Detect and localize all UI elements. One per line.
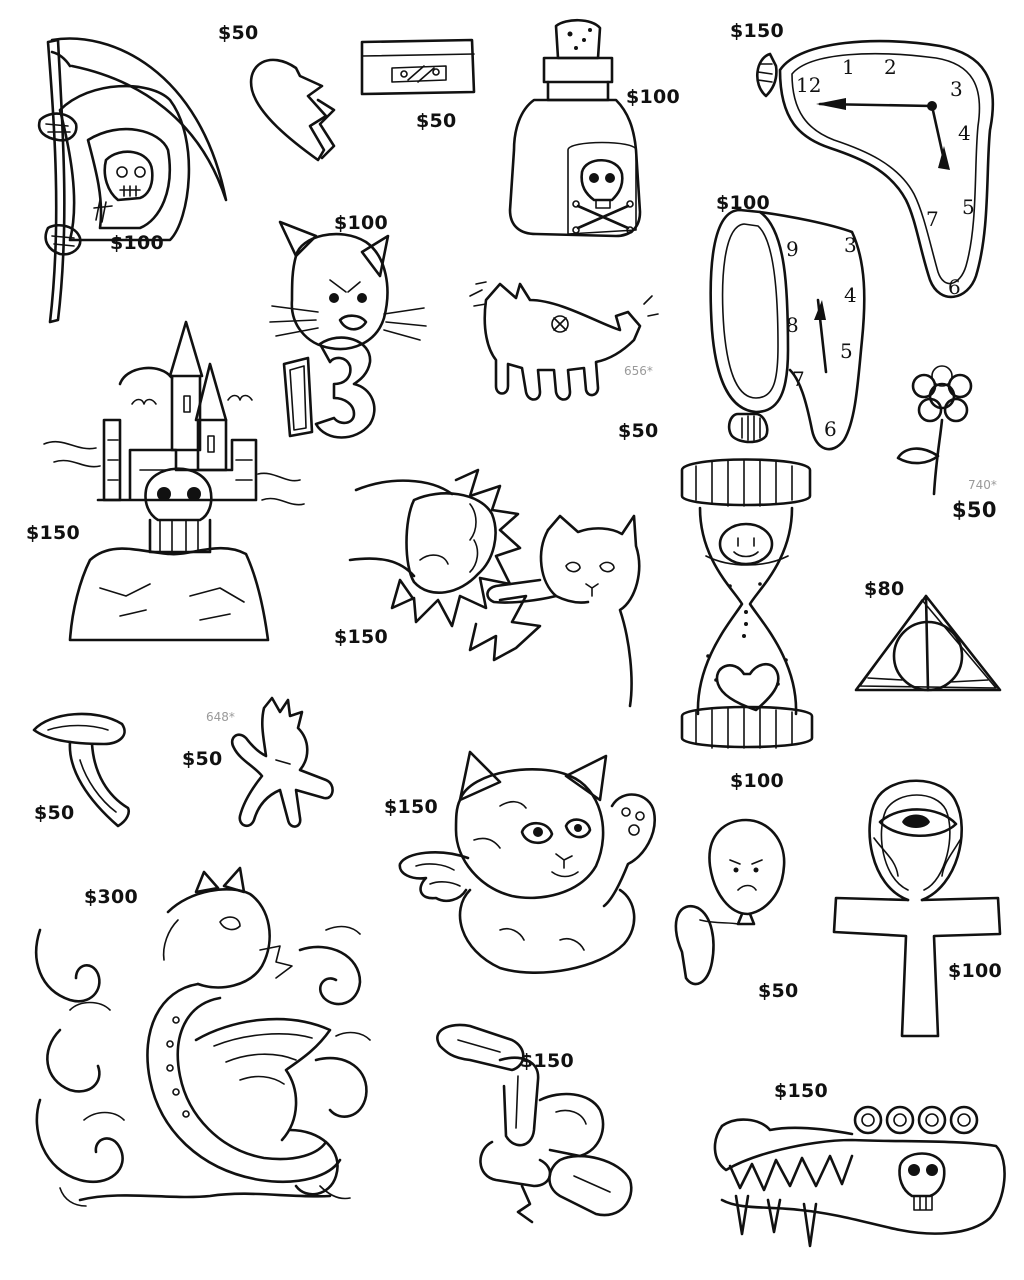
price-mushroom: $50 xyxy=(34,802,75,824)
price-haring-figure: $50 xyxy=(182,748,223,770)
grim-reaper-icon xyxy=(39,39,226,322)
flower-icon xyxy=(898,366,971,494)
hourglass-heart-icon xyxy=(682,460,812,749)
skull-castle-icon xyxy=(44,322,304,640)
clock-numeral: 2 xyxy=(884,55,897,79)
clock-numerals-large: 12 1 2 3 4 5 6 7 xyxy=(796,55,975,299)
price-melting-clock-large: $150 xyxy=(730,20,785,42)
razor-blade-icon xyxy=(362,40,474,94)
eye-ankh-icon xyxy=(834,781,1000,1036)
price-chain: $150 xyxy=(520,1050,575,1072)
price-cat-13: $100 xyxy=(334,212,389,234)
price-broken-heart: $50 xyxy=(218,22,259,44)
clock-numeral: 5 xyxy=(840,339,853,363)
deathly-hallows-icon xyxy=(856,596,1000,690)
clock-numerals-small: 3 9 4 8 5 7 6 xyxy=(786,233,857,441)
dragon-scroll-icon xyxy=(36,868,370,1206)
clock-numeral: 3 xyxy=(950,77,963,101)
price-angel-kitten: $150 xyxy=(384,796,439,818)
sad-balloon-icon xyxy=(676,820,784,984)
cat-thirteen-icon xyxy=(270,222,426,438)
chain-links-icon xyxy=(437,1025,631,1222)
fist-punching-cat-icon xyxy=(350,470,639,706)
code-haring-figure: 648* xyxy=(206,710,235,724)
price-hourglass: $100 xyxy=(730,770,785,792)
melting-clock-small-icon xyxy=(711,210,865,449)
price-razor-blade: $50 xyxy=(416,110,457,132)
winged-kitten-icon xyxy=(400,752,655,973)
poison-bottle-icon xyxy=(510,20,640,236)
price-rose: $50 xyxy=(952,498,997,522)
clock-numeral: 3 xyxy=(844,233,857,257)
skull-jaw-icon xyxy=(715,1107,1005,1246)
dancing-figure-icon xyxy=(232,698,332,827)
code-haring-dog: 656* xyxy=(624,364,653,378)
price-balloon: $50 xyxy=(758,980,799,1002)
clock-numeral: 4 xyxy=(844,283,857,307)
clock-numeral: 7 xyxy=(926,207,939,231)
price-punch-cat: $150 xyxy=(334,626,389,648)
price-jaw: $150 xyxy=(774,1080,829,1102)
price-dragon: $300 xyxy=(84,886,139,908)
clock-numeral: 6 xyxy=(824,417,837,441)
price-haring-dog: $50 xyxy=(618,420,659,442)
price-castle: $150 xyxy=(26,522,81,544)
clock-numeral: 5 xyxy=(962,195,975,219)
clock-numeral: 1 xyxy=(842,55,855,79)
price-reaper: $100 xyxy=(110,232,165,254)
code-rose: 740* xyxy=(968,478,997,492)
clock-numeral: 7 xyxy=(792,367,805,391)
price-ankh: $100 xyxy=(948,960,1003,982)
clock-numeral: 8 xyxy=(786,313,799,337)
broken-heart-icon xyxy=(251,60,334,160)
clock-numeral: 6 xyxy=(948,275,961,299)
barking-dog-icon xyxy=(470,282,658,400)
melting-clock-icon xyxy=(757,41,993,297)
clock-numeral: 9 xyxy=(786,237,799,261)
price-poison-bottle: $100 xyxy=(626,86,681,108)
clock-numeral: 4 xyxy=(958,121,971,145)
price-deathly-hallows: $80 xyxy=(864,578,905,600)
mushroom-icon xyxy=(34,714,129,826)
price-melting-clock-small: $100 xyxy=(716,192,771,214)
clock-numeral: 12 xyxy=(796,73,821,97)
